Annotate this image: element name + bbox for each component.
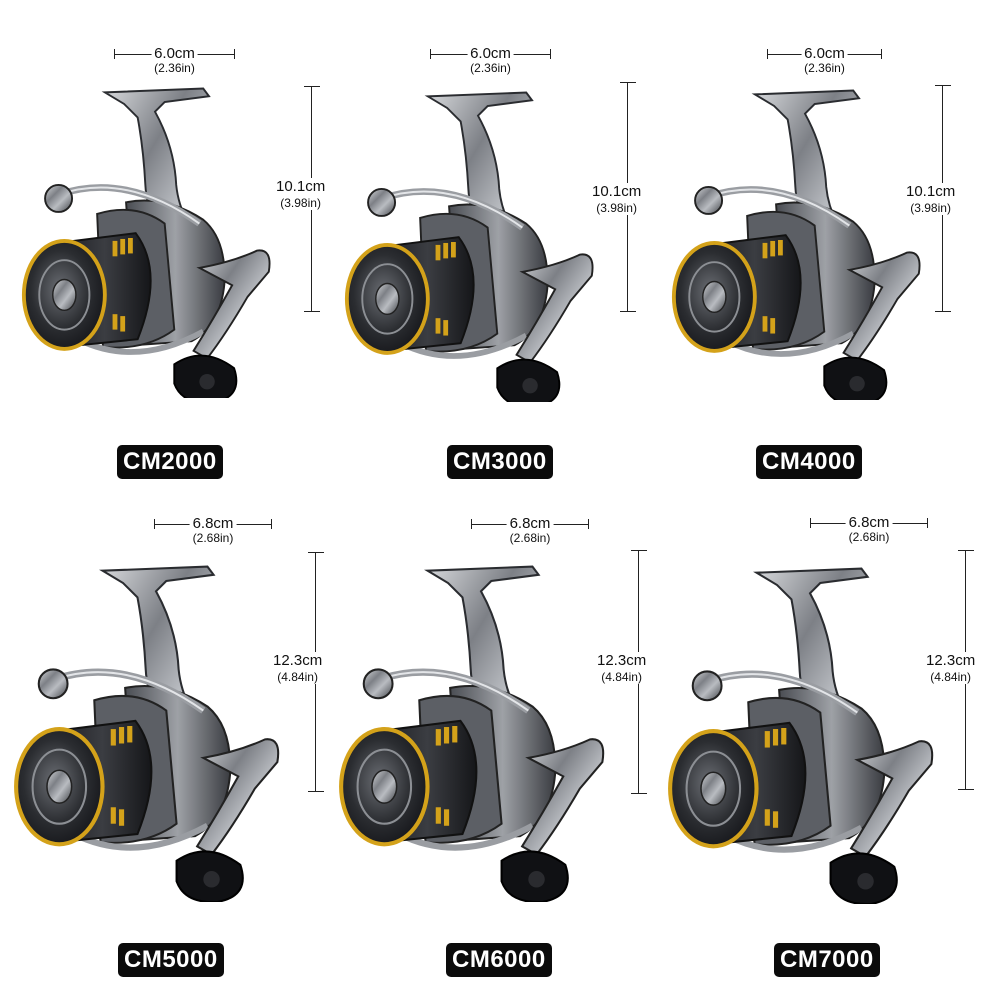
- height-cm-label: 12.3cm: [597, 652, 647, 669]
- height-label: 10.1cm (3.98in): [906, 183, 956, 215]
- height-label: 12.3cm (4.84in): [926, 652, 976, 684]
- width-cm-label: 6.8cm: [189, 515, 237, 533]
- product-card-cm6000: 6.8cm (2.68in) 12.3cm (4.84in) CM6000: [333, 500, 666, 1000]
- height-cm-label: 12.3cm: [926, 652, 976, 669]
- spinning-reel-image: [666, 552, 954, 904]
- height-cm-label: 10.1cm: [592, 183, 642, 200]
- width-dimension: 6.8cm (2.68in): [154, 515, 272, 555]
- width-in-label: (2.36in): [470, 61, 511, 75]
- width-in-label: (2.68in): [509, 531, 551, 545]
- height-in-label: (3.98in): [596, 201, 637, 215]
- height-in-label: (4.84in): [277, 670, 318, 684]
- spinning-reel-image: [337, 550, 625, 902]
- height-label: 10.1cm (3.98in): [592, 183, 642, 215]
- model-label: CM3000: [447, 445, 553, 479]
- height-cm-label: 12.3cm: [273, 652, 323, 669]
- width-dimension: 6.0cm (2.36in): [114, 45, 235, 85]
- model-label: CM6000: [446, 943, 552, 977]
- width-cm-label: 6.0cm: [801, 45, 848, 63]
- height-label: 12.3cm (4.84in): [597, 652, 647, 684]
- height-label: 12.3cm (4.84in): [273, 652, 323, 684]
- width-in-label: (2.36in): [154, 61, 195, 75]
- height-cm-label: 10.1cm: [276, 178, 326, 195]
- height-in-label: (4.84in): [601, 670, 642, 684]
- product-card-cm5000: 6.8cm (2.68in) 12.3cm (4.84in) CM5000: [0, 500, 333, 1000]
- height-label: 10.1cm (3.98in): [276, 178, 326, 210]
- product-card-cm4000: 6.0cm (2.36in) 10.1cm (3.98in) CM4000: [666, 0, 999, 500]
- height-in-label: (3.98in): [280, 196, 321, 210]
- width-cm-label: 6.8cm: [845, 514, 893, 532]
- product-card-cm3000: 6.0cm (2.36in) 10.1cm (3.98in) CM3000: [333, 0, 666, 500]
- width-cm-label: 6.8cm: [506, 515, 554, 533]
- width-in-label: (2.68in): [848, 530, 890, 544]
- product-card-cm7000: 6.8cm (2.68in) 12.3cm (4.84in) CM7000: [666, 500, 999, 1000]
- spinning-reel-image: [12, 550, 300, 902]
- product-card-cm2000: 6.0cm (2.36in) 10.1cm (3.98in) CM2000: [0, 0, 333, 500]
- width-in-label: (2.68in): [192, 531, 234, 545]
- width-dimension: 6.8cm (2.68in): [471, 515, 589, 555]
- height-cm-label: 10.1cm: [906, 183, 956, 200]
- height-in-label: (3.98in): [910, 201, 951, 215]
- model-label: CM2000: [117, 445, 223, 479]
- width-dimension: 6.8cm (2.68in): [810, 514, 928, 554]
- spinning-reel-image: [20, 78, 290, 398]
- width-in-label: (2.36in): [804, 61, 845, 75]
- width-dimension: 6.0cm (2.36in): [430, 45, 551, 85]
- spinning-reel-image: [343, 82, 613, 402]
- model-label: CM7000: [774, 943, 880, 977]
- spinning-reel-image: [670, 80, 940, 400]
- model-label: CM5000: [118, 943, 224, 977]
- model-label: CM4000: [756, 445, 862, 479]
- height-in-label: (4.84in): [930, 670, 971, 684]
- width-dimension: 6.0cm (2.36in): [767, 45, 882, 85]
- width-cm-label: 6.0cm: [467, 45, 514, 63]
- width-cm-label: 6.0cm: [151, 45, 198, 63]
